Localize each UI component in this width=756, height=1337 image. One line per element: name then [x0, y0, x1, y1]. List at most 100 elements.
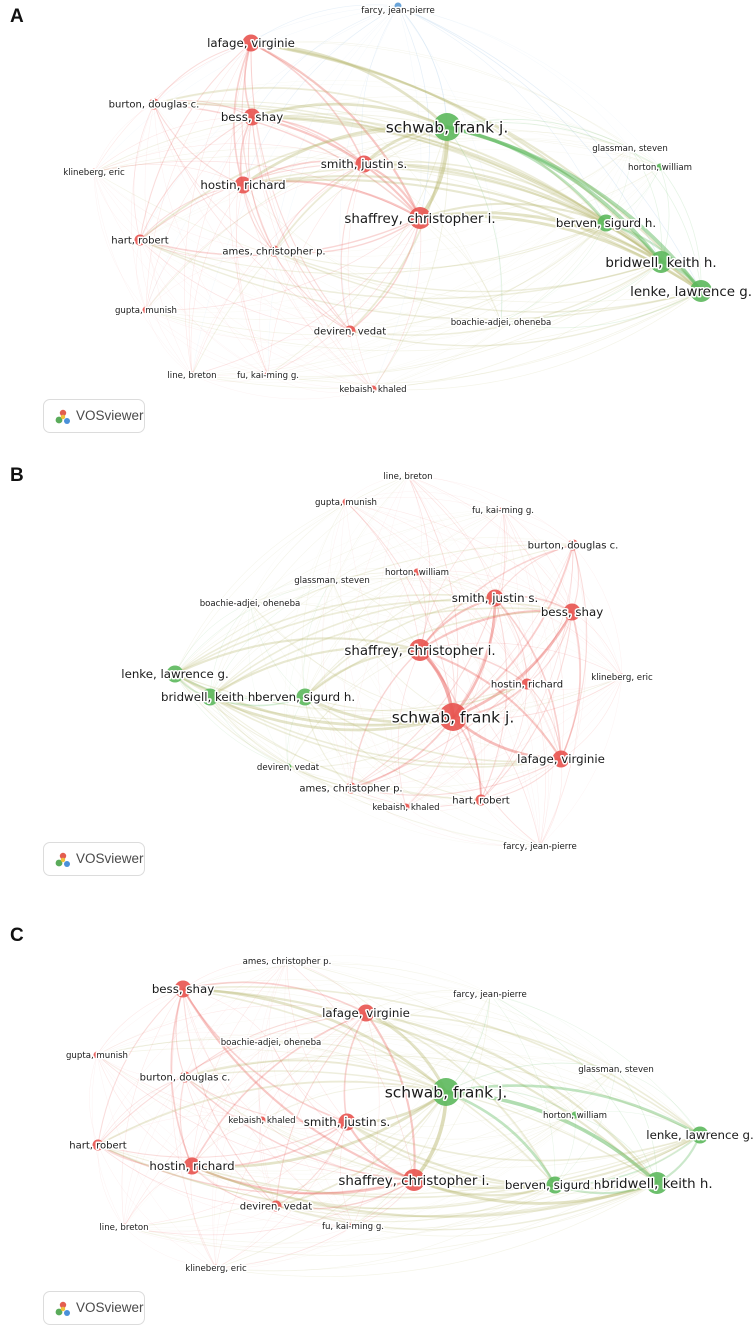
node[interactable]	[174, 980, 192, 998]
node[interactable]	[656, 163, 664, 171]
node[interactable]	[475, 794, 487, 806]
link	[215, 1114, 576, 1269]
node[interactable]	[626, 144, 634, 152]
node[interactable]	[328, 576, 336, 584]
node[interactable]	[179, 1071, 191, 1083]
node[interactable]	[486, 589, 504, 607]
link	[273, 250, 374, 390]
node[interactable]	[650, 251, 672, 273]
node[interactable]	[646, 1172, 668, 1194]
node[interactable]	[546, 1176, 564, 1194]
node[interactable]	[612, 1065, 620, 1073]
node[interactable]	[409, 639, 431, 661]
node[interactable]	[270, 1200, 282, 1212]
node[interactable]	[243, 108, 261, 126]
node[interactable]	[188, 371, 196, 379]
node[interactable]	[355, 155, 373, 173]
link	[539, 676, 623, 847]
link	[304, 696, 482, 801]
node[interactable]	[394, 2, 402, 10]
node[interactable]	[142, 306, 150, 314]
node[interactable]	[409, 207, 431, 229]
node[interactable]	[521, 678, 533, 690]
link	[215, 1121, 348, 1269]
node[interactable]	[283, 957, 291, 965]
node[interactable]	[357, 1004, 375, 1022]
node[interactable]	[166, 665, 184, 683]
node[interactable]	[403, 1169, 425, 1191]
link	[349, 217, 421, 332]
link	[287, 766, 352, 789]
node[interactable]	[264, 371, 272, 379]
node[interactable]	[402, 803, 410, 811]
node[interactable]	[342, 498, 350, 506]
node[interactable]	[344, 325, 356, 337]
node[interactable]	[563, 603, 581, 621]
node[interactable]	[618, 673, 626, 681]
node[interactable]	[497, 318, 505, 326]
link	[213, 1041, 272, 1269]
link	[349, 166, 661, 332]
link	[331, 567, 418, 581]
link	[242, 184, 374, 390]
node[interactable]	[134, 234, 146, 246]
node[interactable]	[349, 1222, 357, 1230]
node[interactable]	[567, 539, 579, 551]
node[interactable]	[90, 168, 98, 176]
node[interactable]	[234, 176, 252, 194]
link	[242, 184, 502, 323]
node[interactable]	[552, 750, 570, 768]
link	[242, 124, 448, 187]
node[interactable]	[433, 113, 461, 141]
node[interactable]	[183, 1157, 201, 1175]
node[interactable]	[404, 472, 412, 480]
node[interactable]	[148, 98, 160, 110]
node[interactable]	[413, 568, 421, 576]
link	[286, 960, 658, 1184]
node[interactable]	[120, 1223, 128, 1231]
node[interactable]	[345, 782, 357, 794]
node[interactable]	[338, 1113, 356, 1131]
link	[182, 987, 658, 1184]
link	[93, 171, 275, 252]
node[interactable]	[296, 688, 314, 706]
node-label: gupta, munish	[66, 1051, 128, 1061]
node[interactable]	[536, 842, 544, 850]
node[interactable]	[201, 688, 219, 706]
node[interactable]	[571, 1111, 579, 1119]
node[interactable]	[439, 703, 467, 731]
node[interactable]	[258, 1116, 266, 1124]
node[interactable]	[267, 1038, 275, 1046]
node[interactable]	[284, 763, 292, 771]
node[interactable]	[499, 506, 507, 514]
link	[96, 1054, 263, 1121]
link	[251, 115, 702, 292]
link	[349, 261, 662, 336]
link	[270, 1041, 556, 1186]
link	[275, 1121, 348, 1207]
node[interactable]	[212, 1264, 220, 1272]
node[interactable]	[690, 280, 712, 302]
node[interactable]	[242, 34, 260, 52]
link	[145, 309, 374, 390]
link	[304, 597, 496, 698]
node[interactable]	[432, 1078, 460, 1106]
link	[145, 309, 502, 349]
node[interactable]	[369, 385, 377, 393]
node[interactable]	[691, 1126, 709, 1144]
link	[413, 1178, 658, 1205]
link	[174, 599, 573, 675]
node[interactable]	[597, 214, 615, 232]
link	[93, 171, 147, 311]
node[interactable]	[93, 1051, 101, 1059]
node[interactable]	[92, 1139, 104, 1151]
link	[372, 321, 502, 390]
link	[228, 42, 269, 376]
node[interactable]	[486, 990, 494, 998]
node[interactable]	[268, 245, 280, 257]
link	[273, 166, 661, 257]
link	[267, 222, 607, 376]
link	[267, 374, 374, 393]
node[interactable]	[246, 599, 254, 607]
link	[389, 571, 418, 808]
